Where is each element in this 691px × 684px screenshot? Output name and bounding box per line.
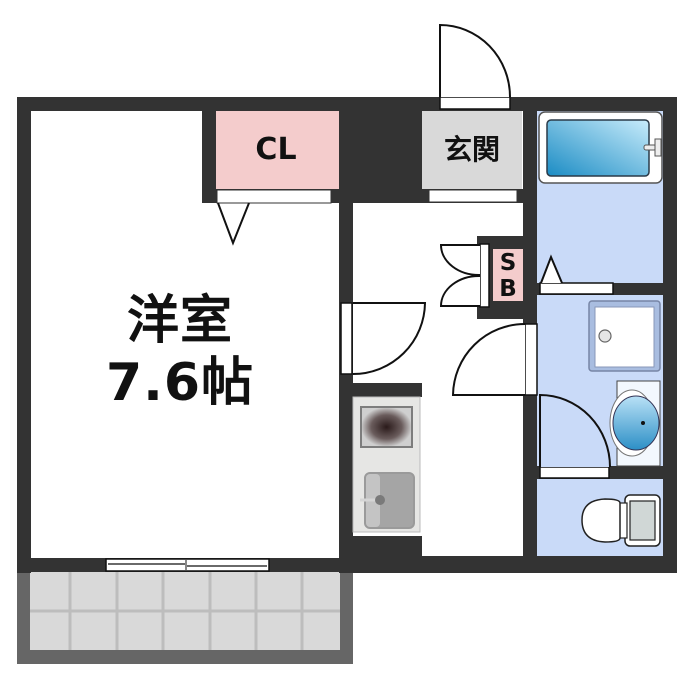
room-name: 洋室	[126, 291, 233, 351]
shoe-box-doors	[439, 243, 490, 308]
kitchen-counter	[352, 396, 421, 533]
washing-machine-icon	[588, 300, 661, 372]
room-door	[340, 302, 427, 375]
entrance-floor	[422, 111, 522, 189]
toilet-icon	[581, 494, 661, 547]
washbasin-icon	[609, 380, 661, 467]
entrance-label: 玄関	[443, 133, 500, 166]
western-room-label: 洋室 7.6帖	[60, 290, 300, 414]
closet-floor	[215, 111, 339, 189]
balcony	[17, 570, 353, 664]
shoe-box-label-s: S	[499, 250, 517, 276]
entrance-door	[439, 23, 511, 110]
toilet-door	[539, 393, 611, 479]
balcony-window	[105, 558, 270, 572]
shoe-box-fill	[493, 249, 524, 301]
closet-label: CL	[255, 132, 297, 167]
room-size: 7.6帖	[105, 353, 255, 413]
washroom-door	[451, 323, 538, 396]
bath-door	[539, 254, 614, 295]
stove-icon	[360, 406, 413, 448]
shoe-box-label-b: B	[499, 276, 517, 302]
bathtub-icon	[538, 111, 663, 184]
shoe-box-label: S B	[494, 250, 522, 302]
closet-door	[216, 189, 332, 246]
